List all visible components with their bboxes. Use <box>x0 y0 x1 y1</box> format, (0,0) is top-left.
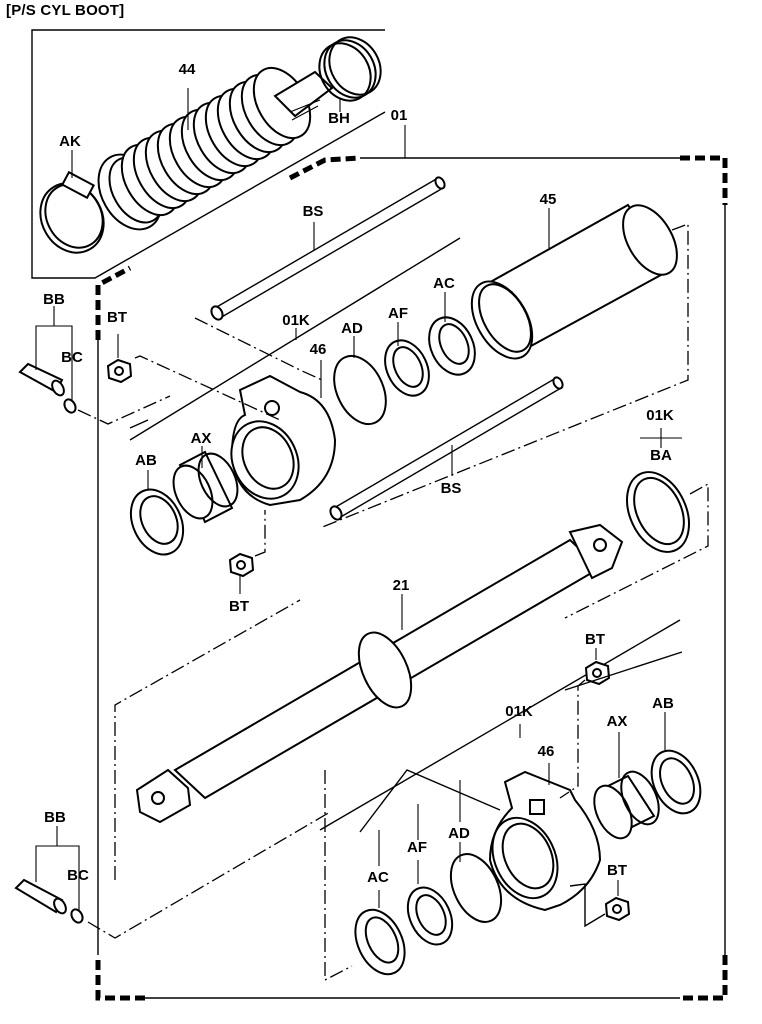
label-21: 21 <box>393 577 410 594</box>
nut-bt-3-part[interactable] <box>584 648 611 686</box>
seal-ac-lower-part[interactable] <box>346 830 415 982</box>
label-01: 01 <box>391 107 408 124</box>
label-af-lower: AF <box>407 839 427 856</box>
label-bb-lower: BB <box>44 809 66 826</box>
label-44: 44 <box>179 61 196 78</box>
label-bs-upper: BS <box>303 203 324 220</box>
label-ac-upper: AC <box>433 275 455 292</box>
label-bt-4: BT <box>607 862 627 879</box>
tie-rod-lower-part[interactable] <box>328 376 564 522</box>
assembly-frame <box>95 155 728 1001</box>
boot-clamp-part[interactable] <box>28 150 116 264</box>
seal-ab-lower-part[interactable] <box>642 712 710 821</box>
cylinder-tube-part[interactable] <box>459 196 688 369</box>
label-bc-lower: BC <box>67 867 89 884</box>
label-01k-lower: 01K <box>505 703 533 720</box>
tie-rod-upper-part[interactable] <box>209 176 446 322</box>
oring-ad-lower-part[interactable] <box>441 780 511 930</box>
label-ad-upper: AD <box>341 320 363 337</box>
cylinder-head-lower-part[interactable] <box>480 763 602 912</box>
label-bh: BH <box>328 110 350 127</box>
boot-inset-frame <box>31 29 386 279</box>
nut-bt-4-part[interactable] <box>604 880 631 922</box>
label-01k-upper: 01K <box>282 312 310 329</box>
cylinder-head-upper-part[interactable] <box>219 360 337 510</box>
bushing-ax-upper-part[interactable] <box>166 446 245 525</box>
label-01k-ba: 01K <box>646 407 674 424</box>
ring-af-lower-part[interactable] <box>399 804 461 952</box>
nut-bt-1-part[interactable] <box>106 334 133 384</box>
fitting-lower-part[interactable] <box>14 826 85 925</box>
label-bt-1: BT <box>107 309 127 326</box>
diagram-title: [P/S CYL BOOT] <box>6 2 125 19</box>
seal-ab-upper-part[interactable] <box>121 470 193 563</box>
label-ba: BA <box>650 447 672 464</box>
seal-ac-upper-part[interactable] <box>420 292 483 382</box>
label-af-upper: AF <box>388 305 408 322</box>
piston-rod-part[interactable] <box>135 523 624 824</box>
label-ab-upper: AB <box>135 452 157 469</box>
label-ak: AK <box>59 133 81 150</box>
label-ad-lower: AD <box>448 825 470 842</box>
bushing-ax-lower-part[interactable] <box>587 732 667 844</box>
label-ab-lower: AB <box>652 695 674 712</box>
boot-bellows-part[interactable] <box>86 58 334 241</box>
label-46-upper: 46 <box>310 341 327 358</box>
nut-bt-2-part[interactable] <box>228 552 255 594</box>
label-bc-upper: BC <box>61 349 83 366</box>
oring-ad-upper-part[interactable] <box>324 336 396 432</box>
label-bs-lower: BS <box>441 480 462 497</box>
label-46-lower: 46 <box>538 743 555 760</box>
fitting-upper-part[interactable] <box>18 306 78 415</box>
label-bb-upper: BB <box>43 291 65 308</box>
label-ax-lower: AX <box>607 713 628 730</box>
label-ax-upper: AX <box>191 430 212 447</box>
ring-af-upper-part[interactable] <box>377 322 438 403</box>
boot-band-part[interactable] <box>309 28 391 112</box>
label-bt-2: BT <box>229 598 249 615</box>
label-ac-lower: AC <box>367 869 389 886</box>
seal-ba-part[interactable] <box>615 462 701 562</box>
label-bt-3: BT <box>585 631 605 648</box>
label-45: 45 <box>540 191 557 208</box>
